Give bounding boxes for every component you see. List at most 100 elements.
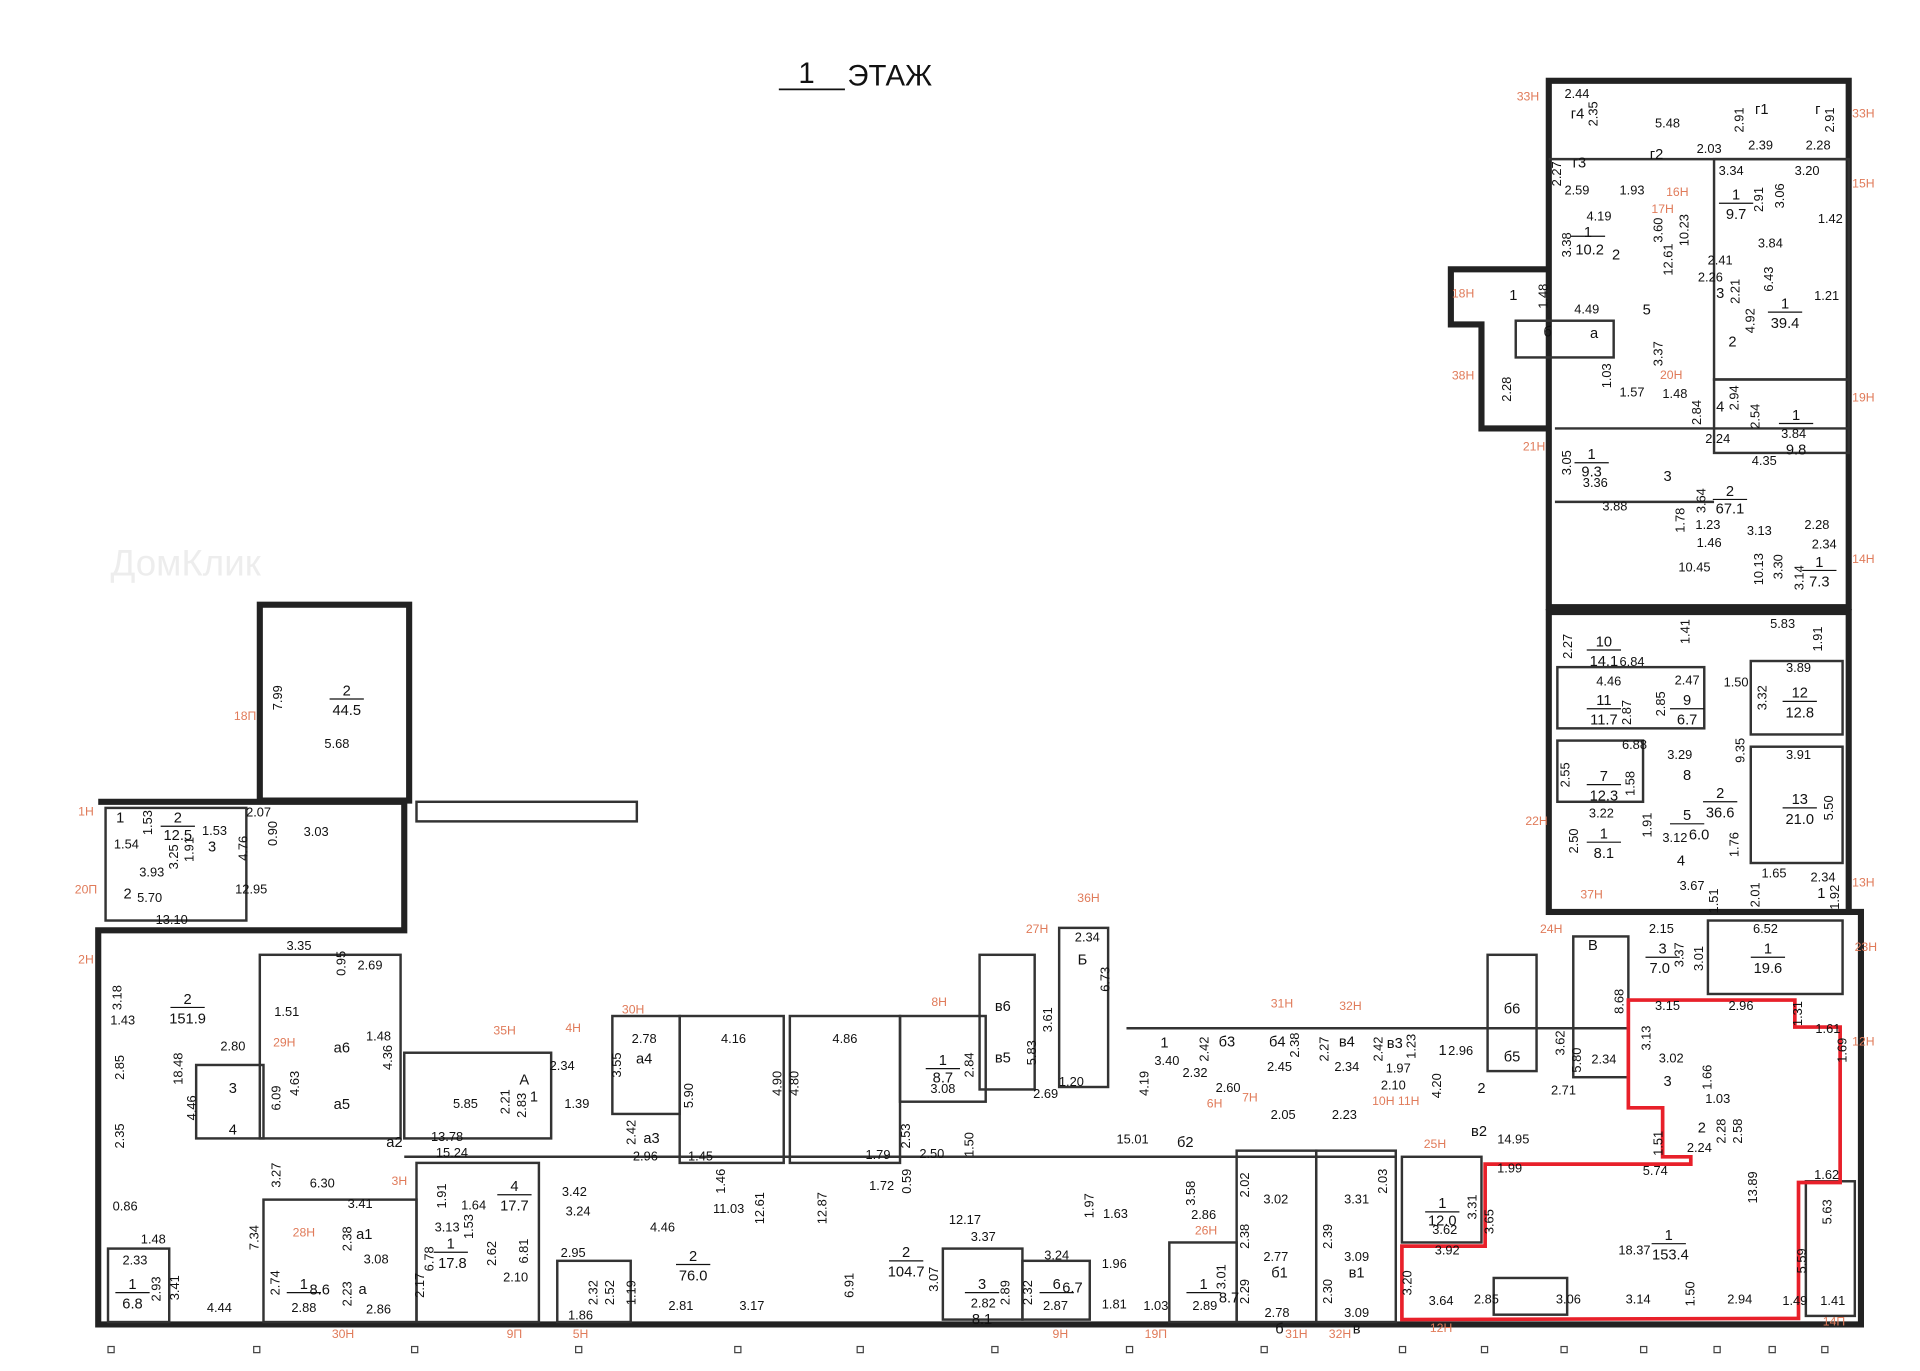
room-number: 1 (939, 1053, 947, 1069)
dimension-label: 3.09 (1344, 1305, 1369, 1320)
dimension-label: 1.23 (1695, 517, 1720, 532)
room-number: б4 (1269, 1035, 1286, 1051)
room-label: а6 (334, 1041, 350, 1057)
column-markers (107, 1345, 1829, 1354)
dimension-label: 3.08 (364, 1251, 389, 1266)
room-label: 110.2 (1570, 225, 1606, 258)
room-area: 8.1 (972, 1312, 992, 1328)
dimension-label: 2.24 (1705, 431, 1730, 446)
room-number: 2 (1698, 1120, 1706, 1136)
dimension-label: 1.21 (1814, 288, 1839, 303)
room-area: 44.5 (332, 703, 361, 719)
dimension-label: 2.50 (919, 1146, 944, 1161)
room-number: б6 (1504, 1002, 1521, 1018)
dimension-label: 2.24 (1687, 1140, 1712, 1155)
room-label: г (1815, 102, 1820, 118)
dimension-label: 3.42 (562, 1184, 587, 1199)
dimension-label: 1.54 (114, 836, 139, 851)
room-number: г2 (1650, 147, 1664, 163)
room-label: в4 (1339, 1035, 1355, 1051)
room-label: а1 (356, 1227, 372, 1243)
highlighted-premises-outline[interactable] (1400, 998, 1842, 1322)
room-label: а (359, 1282, 368, 1298)
axis-label: 31Н (1285, 1327, 1307, 1341)
room-number: 3 (978, 1277, 986, 1293)
dimension-label: 2.23 (340, 1281, 355, 1306)
room-number: 2 (1728, 334, 1736, 350)
dimension-label: 2.10 (503, 1270, 528, 1285)
axis-label: 30Н (332, 1327, 354, 1341)
room-area: 104.7 (888, 1265, 925, 1281)
dimension-label: 1.50 (1724, 675, 1749, 690)
room-number: в (1353, 1322, 1361, 1338)
dimension-label: 3.61 (1040, 1007, 1055, 1032)
dimension-label: 2.29 (1237, 1279, 1252, 1304)
room-label: б (1275, 1322, 1283, 1338)
dimension-label: 2.38 (1237, 1224, 1252, 1249)
axis-label: 20Н (1660, 368, 1682, 382)
dimension-label: 1.76 (1727, 832, 1742, 857)
dimension-label: 3.02 (1263, 1191, 1288, 1206)
room-number: 3 (208, 839, 216, 855)
room-number: 5 (1643, 303, 1651, 319)
axis-label: 18П (234, 709, 256, 723)
dimension-label: 8.68 (1611, 989, 1626, 1014)
room-label: 212.5 (160, 811, 195, 844)
dimension-label: 2.23 (1332, 1107, 1357, 1122)
dimension-label: 2.34 (1334, 1059, 1359, 1074)
room-number: а5 (334, 1097, 350, 1113)
room-number: г1 (1755, 102, 1769, 118)
room-label: а4 (636, 1052, 652, 1068)
dimension-label: 2.44 (1564, 86, 1589, 101)
dimension-label: 18.37 (1618, 1243, 1650, 1258)
dimension-label: 2.60 (1216, 1080, 1241, 1095)
dimension-label: 3.13 (435, 1219, 460, 1234)
dimension-label: 2.42 (1370, 1037, 1385, 1062)
dimension-label: 6.84 (1620, 654, 1645, 669)
axis-label: 32Н (1329, 1327, 1351, 1341)
axis-label: 22Н (1525, 814, 1547, 828)
room-label: г4 (1571, 107, 1585, 123)
axis-label: 33Н (1852, 107, 1874, 121)
dimension-label: 2.27 (1549, 161, 1564, 186)
dimension-label: 2.21 (498, 1089, 513, 1114)
dimension-label: 2.32 (1183, 1065, 1208, 1080)
dimension-label: 3.02 (1659, 1051, 1684, 1066)
room-number: 3 (1663, 469, 1671, 485)
dimension-label: 2.77 (1263, 1249, 1288, 1264)
dimension-label: 0.59 (899, 1169, 914, 1194)
room-label: 17.3 (1802, 555, 1837, 590)
room-label: б6 (1504, 1002, 1521, 1018)
dimension-label: 2.41 (1708, 252, 1733, 267)
dimension-label: 3.05 (1559, 450, 1574, 475)
dimension-label: 2.30 (1320, 1279, 1335, 1304)
dimension-label: 2.53 (898, 1123, 913, 1148)
dimension-label: 2.87 (1043, 1298, 1068, 1313)
room-area: 21.0 (1785, 812, 1814, 828)
dimension-label: 4.44 (207, 1300, 232, 1315)
dimension-label: 3.32 (1755, 685, 1770, 710)
walls (95, 77, 1865, 1354)
room-label: в6 (995, 999, 1011, 1015)
dimension-label: 3.65 (1482, 1209, 1497, 1234)
dimension-label: 18.48 (171, 1053, 186, 1085)
room-area: 67.1 (1716, 501, 1745, 517)
room-number: 5 (1683, 808, 1691, 824)
room-label: 117.8 (433, 1237, 468, 1272)
dimension-label: 1.41 (1820, 1293, 1845, 1308)
dimension-label: 1.46 (713, 1169, 728, 1194)
room-label: б3 (1219, 1035, 1236, 1051)
room-label: г2 (1650, 147, 1664, 163)
room-label: б1 (1271, 1265, 1288, 1281)
dimension-label: 1.39 (564, 1096, 589, 1111)
dimension-label: 1.42 (1818, 211, 1843, 226)
dimension-label: 4.49 (1574, 301, 1599, 316)
axis-label: 12Н (1430, 1321, 1452, 1335)
dimension-label: 2.38 (1287, 1033, 1302, 1058)
dimension-label: 2.78 (632, 1031, 657, 1046)
dimension-label: 2.28 (1713, 1119, 1728, 1144)
